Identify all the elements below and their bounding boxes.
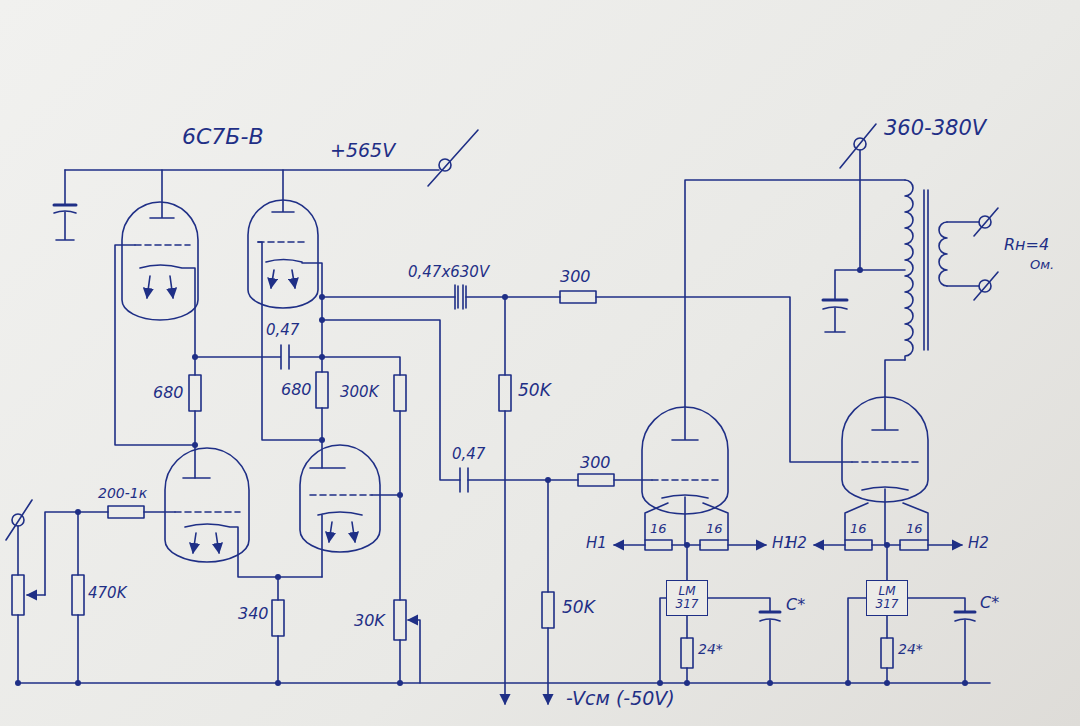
component-value: 680 (153, 384, 184, 402)
component-value: 24* (898, 641, 923, 657)
tube-type: 6С7Б-В (182, 124, 263, 149)
component-value: C* (786, 596, 805, 614)
component-value: 16 (906, 522, 923, 537)
resistor-symbol (272, 577, 420, 683)
tube-symbol (300, 445, 400, 577)
component-value: C* (980, 594, 999, 612)
heater-pin: H1 (586, 535, 607, 552)
part-name: LM 317 (667, 585, 707, 611)
heater-pin: H2 (786, 535, 807, 552)
resistor-symbol (189, 357, 406, 600)
component-value: 50K (562, 598, 595, 618)
component-value: 300 (560, 268, 591, 286)
component-value: 200-1к (98, 485, 147, 501)
component-value: 50K (518, 381, 551, 401)
component-value: 470K (88, 585, 126, 602)
component-value: 30K (354, 612, 385, 630)
component-value: 0,47 (452, 446, 485, 463)
regulator-box: LM 317 (866, 580, 908, 616)
tube-symbol (165, 448, 322, 577)
supply-rail (65, 130, 478, 186)
component-value: 300 (580, 454, 611, 472)
component-value: 300K (340, 384, 378, 401)
load-impedance: Ом. (1030, 258, 1054, 273)
coupling-network (322, 285, 852, 704)
coupling-network (322, 320, 652, 704)
junction-dots (15, 267, 968, 686)
supply-voltage: +565V (330, 140, 395, 162)
ground-rail (18, 682, 990, 684)
capacitor-symbol (54, 170, 76, 240)
tube-symbol (248, 170, 322, 440)
component-value: 24* (698, 641, 723, 657)
component-value: 16 (850, 522, 867, 537)
capacitor-symbol (195, 345, 400, 375)
tube-symbol (814, 360, 975, 683)
component-value: 16 (706, 522, 723, 537)
load-impedance: Rн=4 (1004, 236, 1049, 254)
component-value: 0,47x630V (408, 264, 489, 281)
heater-pin: H2 (968, 535, 989, 552)
input-network (6, 500, 175, 683)
tube-symbol (115, 170, 198, 445)
part-name: LM 317 (867, 585, 907, 611)
bias-voltage: -Vсм (-50V) (566, 688, 675, 710)
supply-voltage: 360-380V (884, 116, 986, 140)
transformer-symbol (823, 124, 998, 360)
component-value: 340 (238, 605, 269, 623)
component-value: 0,47 (266, 322, 299, 339)
component-value: 680 (281, 381, 312, 399)
component-value: 16 (650, 522, 667, 537)
tube-symbol (614, 180, 905, 683)
regulator-box: LM 317 (666, 580, 708, 616)
